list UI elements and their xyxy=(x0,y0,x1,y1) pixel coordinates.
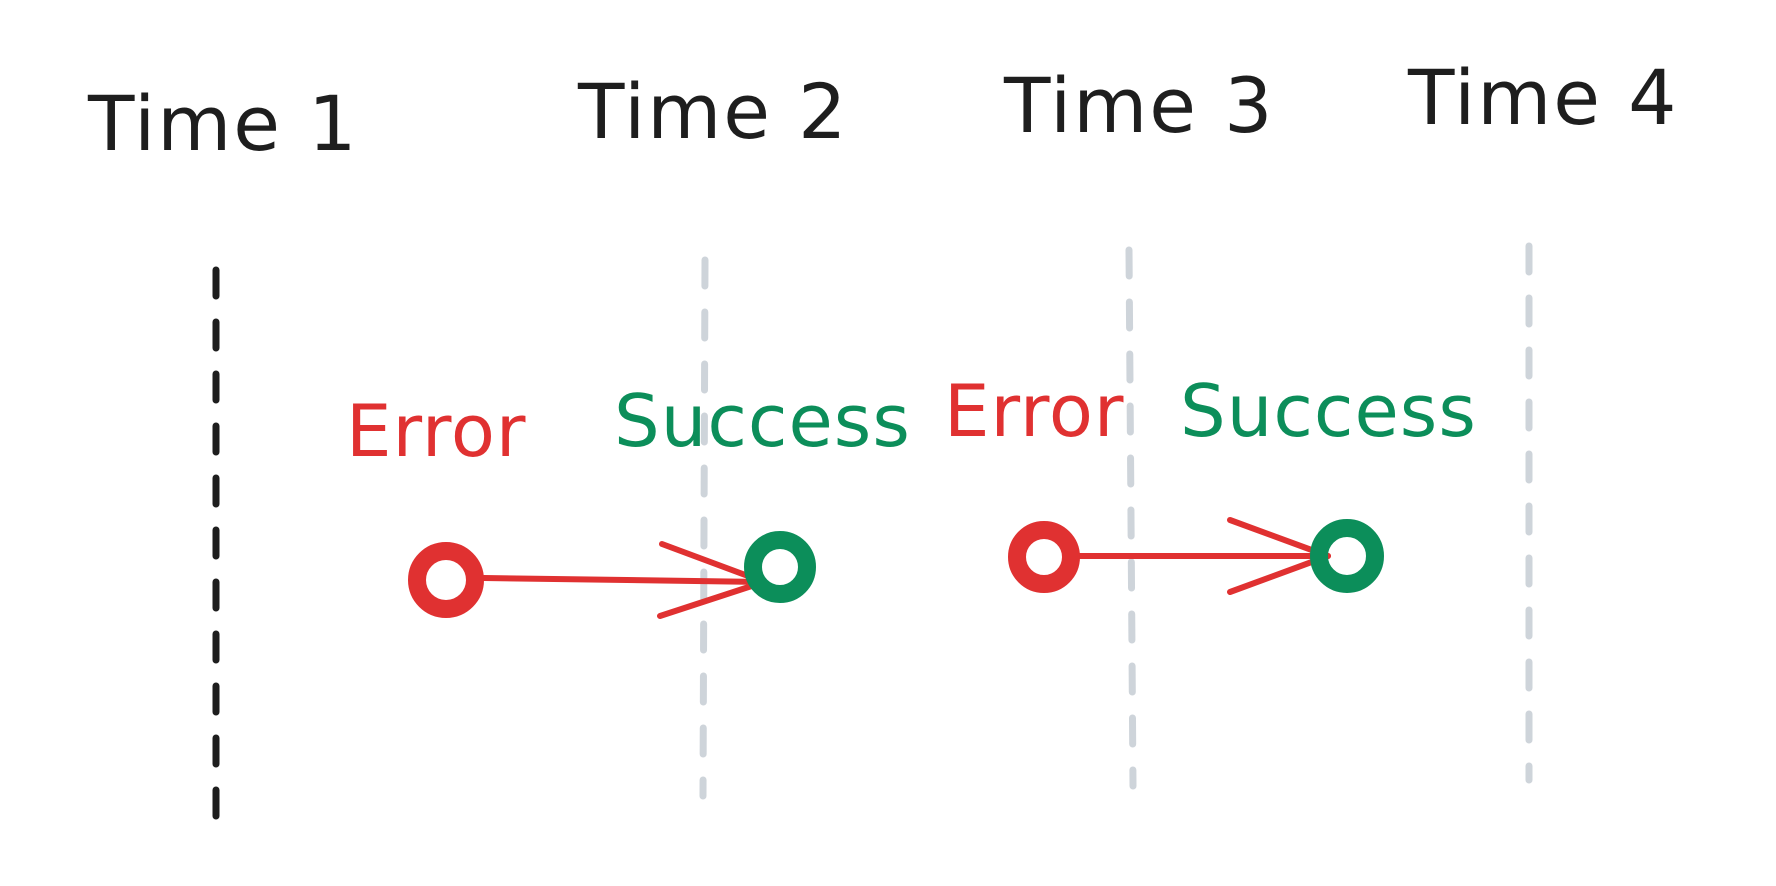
error-label: Error xyxy=(944,369,1125,453)
time-label-1: Time 1 xyxy=(87,79,359,168)
time-label-4: Time 4 xyxy=(1407,53,1679,142)
success-label: Success xyxy=(1180,369,1477,453)
success-node xyxy=(744,531,816,603)
error-label: Error xyxy=(346,389,527,473)
transition-arrow-shaft xyxy=(481,575,767,585)
timeline-line-3 xyxy=(1125,246,1137,790)
error-node xyxy=(1008,521,1080,593)
time-label-3: Time 3 xyxy=(1003,61,1275,150)
time-label-2: Time 2 xyxy=(577,67,849,156)
timeline-line-2 xyxy=(699,256,709,800)
success-node xyxy=(1310,519,1384,593)
error-node xyxy=(408,542,484,618)
success-label: Success xyxy=(614,379,911,463)
